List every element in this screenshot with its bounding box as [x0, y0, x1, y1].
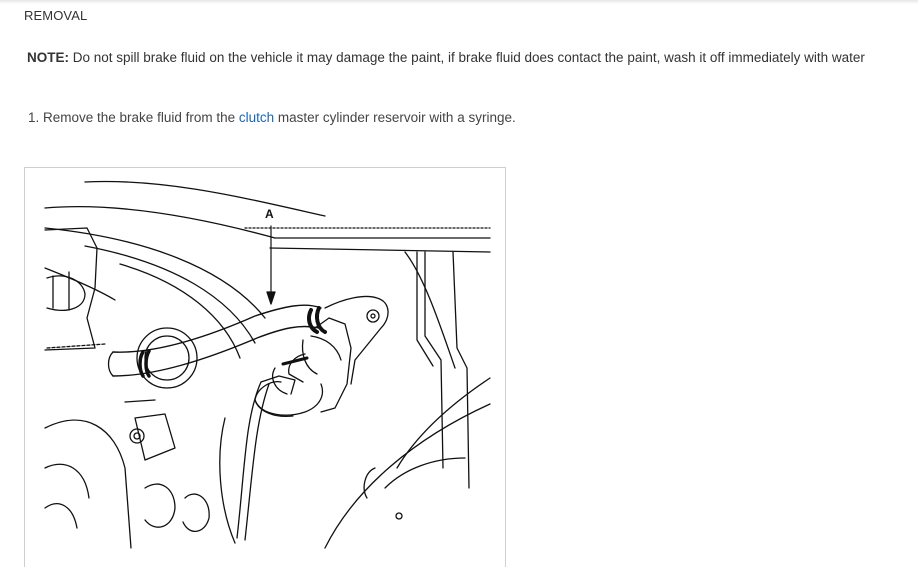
note-label: NOTE:: [27, 50, 69, 65]
figure-frame: A: [24, 167, 506, 567]
callout-label-a: A: [265, 207, 274, 221]
top-shadow: [0, 0, 918, 4]
step-1-suffix: master cylinder reservoir with a syringe…: [274, 110, 516, 125]
note-paragraph: NOTE: Do not spill brake fluid on the ve…: [24, 47, 894, 68]
section-heading: REMOVAL: [24, 8, 88, 23]
step-1: 1. Remove the brake fluid from the clutc…: [28, 108, 516, 128]
step-1-prefix: 1. Remove the brake fluid from the: [28, 110, 239, 125]
clutch-link[interactable]: clutch: [238, 110, 275, 125]
note-text: Do not spill brake fluid on the vehicle …: [69, 50, 865, 65]
clutch-reservoir-illustration: A: [44, 180, 491, 549]
